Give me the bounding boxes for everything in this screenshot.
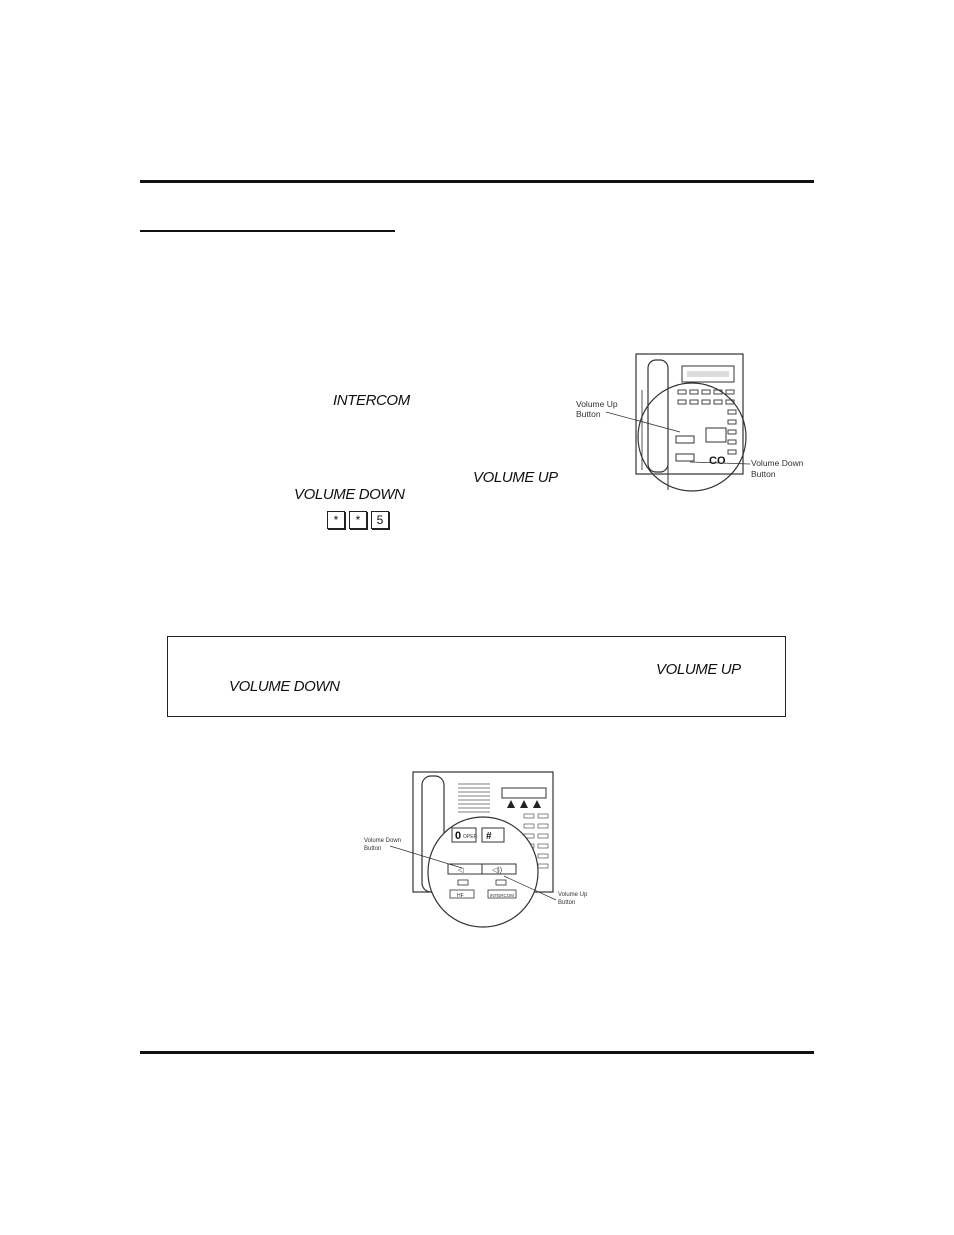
note-box: VOLUME UP VOLUME DOWN	[167, 636, 786, 717]
svg-text:CO: CO	[709, 455, 726, 467]
star-key: *	[327, 511, 345, 529]
key-sequence: **5	[327, 511, 393, 529]
volume-down-label: VOLUME DOWN	[294, 486, 405, 503]
note-volume-up-label: VOLUME UP	[656, 661, 741, 678]
section-heading-underline	[140, 230, 395, 232]
svg-text:Volume Up: Volume Up	[558, 892, 588, 898]
note-volume-down-label: VOLUME DOWN	[229, 678, 340, 695]
svg-text:INTERCOM: INTERCOM	[490, 893, 514, 898]
star-key: *	[349, 511, 367, 529]
header-rule	[140, 180, 814, 183]
phone-figure-volume-buttons: CO Volume Up Button Volume Down Button	[576, 353, 804, 492]
footer-rule	[140, 1051, 814, 1054]
svg-text:Volume Down: Volume Down	[751, 458, 804, 468]
svg-text:0: 0	[455, 830, 461, 842]
svg-text:◁)): ◁))	[492, 867, 502, 874]
svg-text:Volume Down: Volume Down	[364, 838, 401, 844]
svg-text:Button: Button	[751, 469, 776, 479]
svg-text:Button: Button	[576, 409, 601, 419]
five-key: 5	[371, 511, 389, 529]
svg-text:◁: ◁	[458, 867, 464, 874]
phone-figure-magnified-keypad: 0 OPER # ◁ ◁)) HF INTERCOM Volume Down B…	[364, 771, 588, 928]
svg-text:HF: HF	[457, 893, 464, 899]
intercom-label: INTERCOM	[333, 392, 410, 409]
svg-text:Button: Button	[558, 900, 575, 906]
volume-up-label: VOLUME UP	[473, 469, 558, 486]
svg-text:Button: Button	[364, 846, 381, 852]
svg-text:Volume Up: Volume Up	[576, 399, 618, 409]
svg-text:#: #	[486, 831, 492, 842]
svg-text:OPER: OPER	[463, 834, 478, 840]
